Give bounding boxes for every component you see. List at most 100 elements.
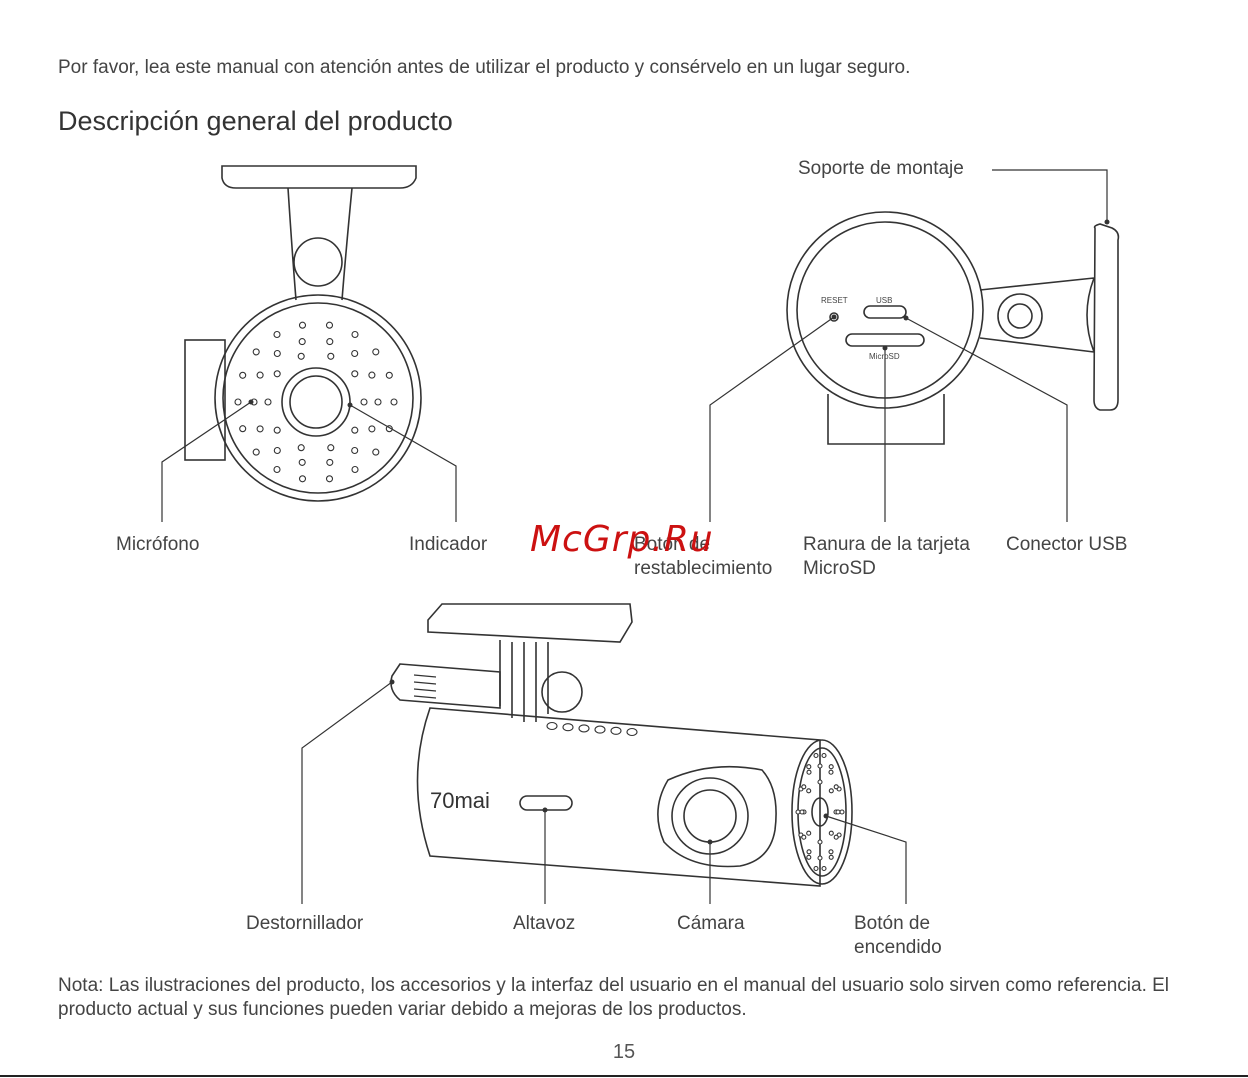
mic-hole xyxy=(372,448,380,456)
reset-label-line1: Botón de xyxy=(634,534,711,555)
speaker-hole xyxy=(817,779,823,785)
mic-hole xyxy=(385,371,393,379)
microsd-label-line1: Ranura de la tarjeta xyxy=(803,534,970,555)
speaker-hole xyxy=(828,769,834,775)
mic-hole xyxy=(298,321,307,329)
mic-hole xyxy=(326,458,334,466)
speaker-hole xyxy=(817,855,823,861)
reset-label-line2: restablecimiento xyxy=(634,558,773,579)
indicator-dot xyxy=(626,727,638,737)
speaker-label: Altavoz xyxy=(513,913,576,934)
speaker-hole xyxy=(806,769,812,775)
speaker-hole xyxy=(828,854,834,860)
speaker-hole xyxy=(833,834,839,840)
page-title: Descripción general del producto xyxy=(58,106,453,136)
speaker-hole xyxy=(799,809,805,815)
speaker-hole xyxy=(817,839,823,845)
mic-hole xyxy=(273,465,281,474)
speaker-hole xyxy=(833,784,839,790)
microphone-label: Micrófono xyxy=(116,534,200,555)
mic-hole xyxy=(351,349,359,358)
mic-hole xyxy=(239,425,247,433)
mic-hole xyxy=(252,448,260,456)
bottom-rule xyxy=(0,1075,1248,1077)
mic-hole xyxy=(252,348,260,356)
brand-logo: 70mai xyxy=(430,788,490,813)
mic-hole xyxy=(325,321,334,329)
speaker-hole xyxy=(839,809,845,815)
mic-hole xyxy=(351,370,359,378)
power-label-line1: Botón de xyxy=(854,913,931,934)
mic-hole xyxy=(326,338,334,346)
speaker-hole xyxy=(801,834,807,840)
back-view-illustration: RESET USB MicroSD xyxy=(709,169,1120,522)
speaker-hole xyxy=(795,809,801,815)
power-label-line2: encendido xyxy=(854,937,942,958)
intro-text: Por favor, lea este manual con atención … xyxy=(58,57,911,78)
mic-hole xyxy=(325,475,334,483)
speaker-hole xyxy=(828,830,834,836)
mic-hole xyxy=(351,465,359,474)
mic-hole xyxy=(256,371,264,379)
page-number: 15 xyxy=(612,1041,636,1063)
speaker-hole xyxy=(821,865,827,872)
speaker-hole xyxy=(828,764,834,770)
indicator-dot xyxy=(594,725,606,734)
mic-hole xyxy=(273,330,281,339)
indicator-label: Indicador xyxy=(409,534,488,555)
mic-hole xyxy=(273,426,281,434)
speaker-hole xyxy=(801,784,807,790)
speaker-hole xyxy=(806,854,812,860)
speaker-hole xyxy=(821,752,827,759)
speaker-hole xyxy=(806,788,812,794)
note-text: Nota: Las ilustraciones del producto, lo… xyxy=(58,975,1170,1020)
mic-hole xyxy=(372,348,380,356)
speaker-hole xyxy=(813,865,819,872)
speaker-hole xyxy=(813,752,819,759)
side-view-illustration: 70mai xyxy=(301,603,907,904)
speaker-hole xyxy=(806,830,812,836)
mic-hole xyxy=(273,446,281,455)
screwdriver-label: Destornillador xyxy=(246,913,364,934)
speaker-hole xyxy=(806,764,812,770)
indicator-dot xyxy=(562,723,574,732)
mount-label: Soporte de montaje xyxy=(798,158,964,179)
mic-hole xyxy=(368,371,376,379)
camera-label: Cámara xyxy=(677,913,745,934)
speaker-hole xyxy=(806,849,812,855)
usb-device-label: USB xyxy=(876,296,892,305)
mic-hole xyxy=(297,444,305,452)
indicator-dot xyxy=(578,724,590,733)
mic-hole xyxy=(264,398,272,406)
mic-hole xyxy=(234,398,242,406)
mic-hole xyxy=(368,425,376,433)
mic-hole xyxy=(351,426,359,434)
reset-device-label: RESET xyxy=(821,296,848,305)
speaker-hole xyxy=(828,849,834,855)
indicator-dot xyxy=(546,721,558,731)
usb-connector-label: Conector USB xyxy=(1006,534,1128,555)
mic-hole xyxy=(273,370,281,378)
mic-hole xyxy=(327,352,335,360)
mic-hole xyxy=(351,330,359,339)
mic-hole xyxy=(360,398,368,406)
mic-hole xyxy=(351,446,359,455)
mic-hole xyxy=(298,338,306,346)
front-view-illustration xyxy=(161,165,457,522)
speaker-hole xyxy=(817,763,823,769)
watermark: McGrp.Ru xyxy=(530,519,714,560)
mic-hole xyxy=(297,352,305,360)
mic-hole xyxy=(256,425,264,433)
mic-hole xyxy=(298,458,306,466)
speaker-hole xyxy=(835,809,841,815)
mic-hole xyxy=(239,371,247,379)
microsd-label-line2: MicroSD xyxy=(803,558,876,579)
mic-hole xyxy=(390,398,398,406)
speaker-hole xyxy=(828,788,834,794)
mic-hole xyxy=(374,398,382,406)
mic-hole xyxy=(327,444,335,452)
mic-hole xyxy=(298,475,307,483)
mic-hole xyxy=(273,349,281,358)
indicator-dot xyxy=(610,726,622,735)
